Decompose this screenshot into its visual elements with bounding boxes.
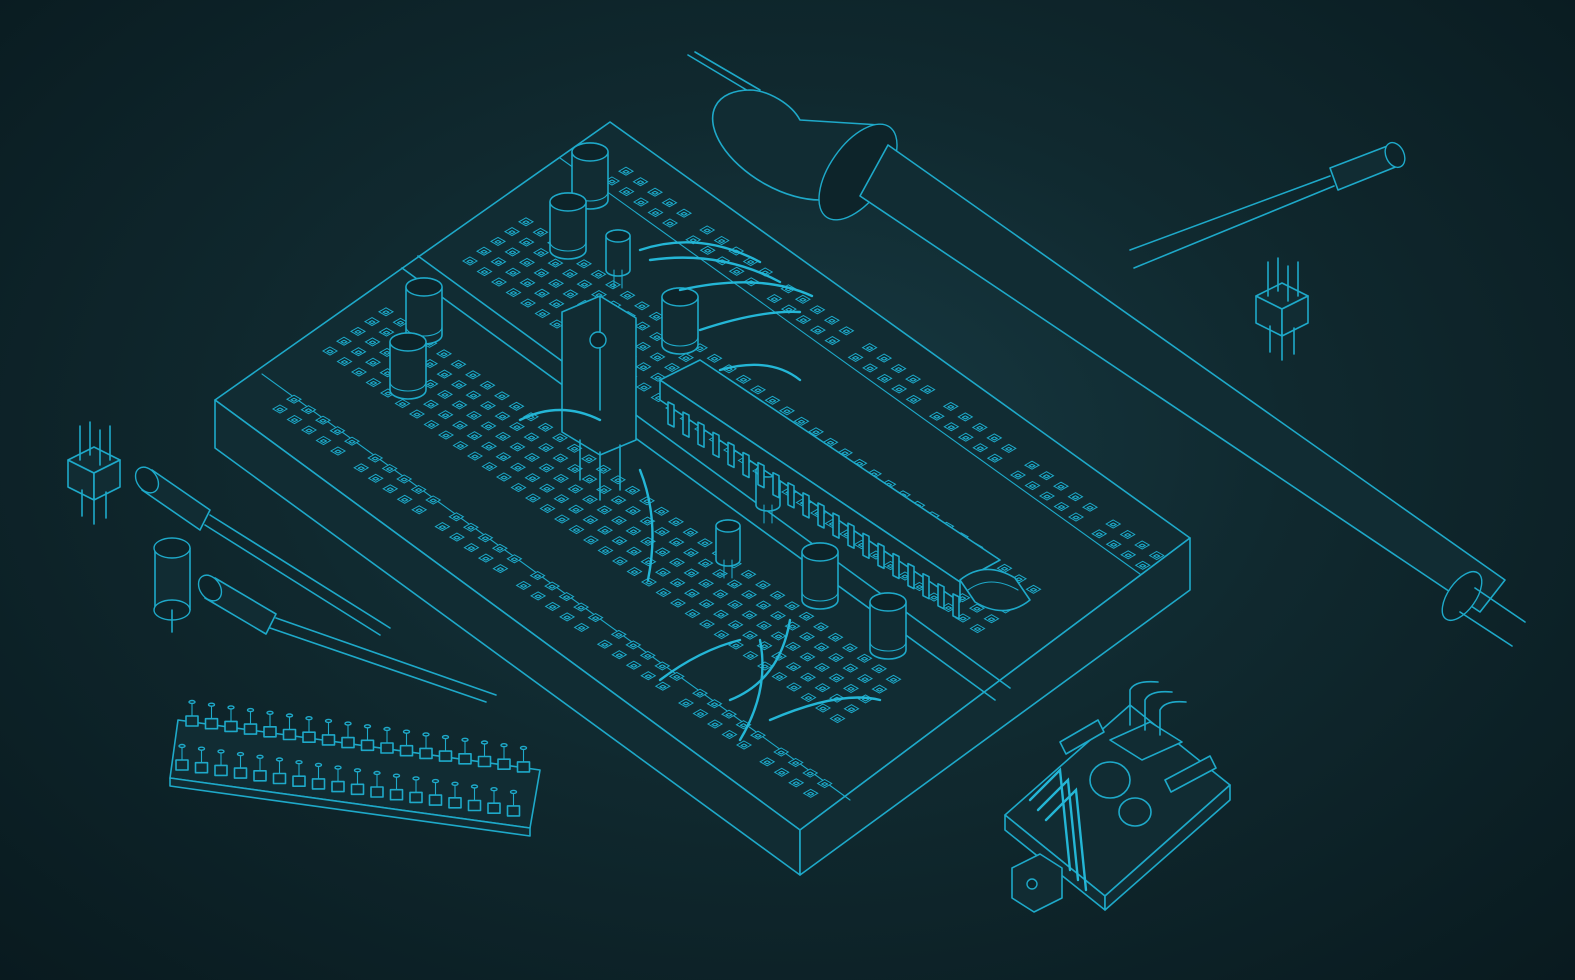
ic-pin bbox=[877, 542, 885, 570]
ic-pin bbox=[892, 552, 900, 580]
strip-pin-top bbox=[341, 721, 355, 749]
strip-pin-top bbox=[204, 702, 219, 730]
ic-pin bbox=[847, 522, 855, 549]
ic-pin bbox=[727, 441, 735, 469]
strip-pin-top bbox=[185, 699, 199, 727]
strip-pin-top bbox=[224, 705, 238, 733]
strip-pin-top bbox=[399, 729, 414, 757]
ic-pin bbox=[907, 562, 915, 590]
pin-header-strip bbox=[169, 699, 541, 837]
ic-pin bbox=[802, 492, 810, 519]
ic-pin bbox=[742, 451, 750, 479]
ic-pin bbox=[937, 583, 945, 610]
crystal-oscillator bbox=[959, 568, 1031, 612]
ic-pin bbox=[757, 461, 765, 489]
ic-pin bbox=[817, 502, 825, 529]
strip-pin-top bbox=[243, 707, 258, 735]
sensor-module bbox=[1004, 680, 1231, 913]
ic-chip bbox=[659, 359, 1001, 620]
strip-pin-top bbox=[302, 715, 316, 744]
strip-pin-top bbox=[321, 718, 336, 746]
strip-pin-top bbox=[497, 742, 511, 771]
ic-pin bbox=[772, 471, 780, 499]
voltage-regulator bbox=[561, 295, 637, 501]
strip-pin-top bbox=[438, 734, 453, 762]
strip-pin-top bbox=[360, 723, 375, 752]
loose-capacitor bbox=[134, 141, 1406, 703]
breadboard bbox=[214, 121, 1191, 876]
ic-pin bbox=[712, 431, 720, 459]
jumper-wire bbox=[518, 241, 882, 742]
ic-pin bbox=[952, 593, 960, 620]
ic-pin bbox=[697, 421, 705, 448]
ic-pin bbox=[832, 512, 840, 539]
soldering-iron bbox=[687, 51, 1526, 647]
ic-pin bbox=[682, 411, 690, 438]
strip-pin-top bbox=[263, 710, 277, 738]
strip-pin-top bbox=[477, 740, 492, 768]
strip-pin-top bbox=[458, 737, 472, 765]
ic-pin bbox=[922, 572, 930, 600]
strip-pin-top bbox=[516, 745, 531, 773]
strip-pin-top bbox=[380, 726, 394, 754]
ic-pin bbox=[667, 401, 675, 428]
ic-pin bbox=[787, 482, 795, 509]
strip-pin-top bbox=[419, 732, 433, 760]
ic-pin bbox=[862, 532, 870, 560]
strip-pin-top bbox=[282, 713, 297, 741]
